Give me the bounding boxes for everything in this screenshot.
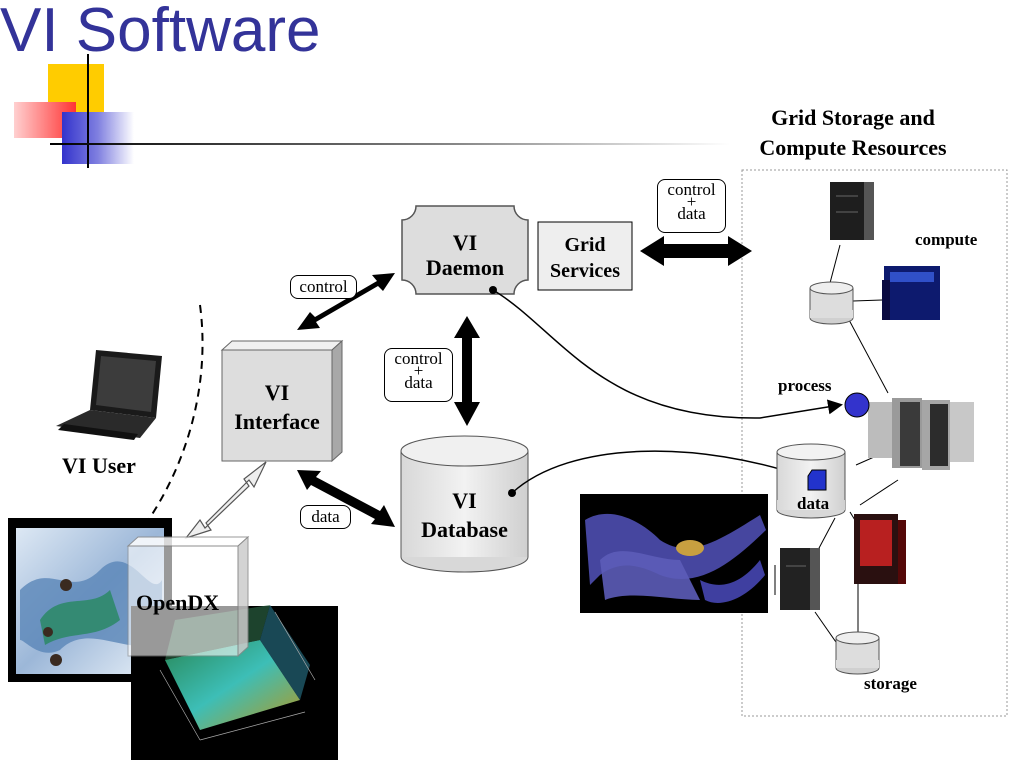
process-dot[interactable] <box>844 392 870 418</box>
vi-daemon-box[interactable] <box>401 205 529 295</box>
vi-daemon-label: VI Daemon <box>402 230 528 280</box>
vi-database-label: VI Database <box>401 486 528 544</box>
grid-storage-line: Grid Storage and <box>771 105 935 130</box>
grid-storage-heading: Grid Storage and Compute Resources <box>738 103 968 163</box>
deco-vertical-line <box>87 54 89 168</box>
grid-services-label: Grid Services <box>538 232 632 284</box>
control-data-mid-plus: + <box>413 361 424 380</box>
storage-server-icon <box>780 548 820 610</box>
storage-label: storage <box>864 674 917 693</box>
compute-server-icon <box>830 182 874 240</box>
arrow-grid-resources <box>640 236 752 266</box>
opendx-label: OpenDX <box>136 590 220 615</box>
vi-interface-box[interactable] <box>220 339 344 463</box>
vi-user-label: VI User <box>62 453 136 478</box>
data-storage-cylinder[interactable] <box>776 443 846 519</box>
control-data-mid-line1: control <box>394 349 443 368</box>
arrow-interface-database <box>297 470 395 527</box>
process-label: process <box>778 376 832 395</box>
control-data-mid-line2: data <box>404 373 433 392</box>
grid-services-box[interactable] <box>537 221 633 291</box>
database-link-dot <box>508 489 516 497</box>
control-data-top-line1: control <box>667 180 716 199</box>
opendx-box[interactable] <box>126 535 250 658</box>
laptop-icon <box>56 350 162 440</box>
deco-blue-square <box>62 112 134 164</box>
daemon-link-dot <box>489 286 497 294</box>
grid-resource-boundary <box>741 169 1008 717</box>
compute-blue-machine-icon <box>882 266 940 320</box>
title-underline <box>50 143 730 145</box>
arrow-interface-opendx <box>184 461 267 540</box>
data-storage-label: data <box>797 494 830 513</box>
arrow-interface-daemon <box>297 273 395 330</box>
vi-daemon-line1: VI <box>452 230 478 255</box>
control-data-top-plus: + <box>686 192 697 211</box>
arrow-daemon-database <box>454 316 480 426</box>
artery-visualization-image <box>580 494 768 613</box>
compute-label: compute <box>915 230 978 249</box>
database-data-link <box>511 450 811 494</box>
process-cluster-icon <box>868 398 974 470</box>
vi-interface-label: VI Interface <box>222 378 332 436</box>
user-boundary-arc <box>144 304 204 526</box>
vi-database-cylinder[interactable] <box>400 435 529 573</box>
control-data-top-label: control + data <box>657 179 726 233</box>
vi-interface-line2: Interface <box>234 409 320 434</box>
compute-resources-line: Compute Resources <box>759 135 947 160</box>
vi-daemon-line2: Daemon <box>425 255 505 280</box>
storage-cylinder <box>835 631 880 675</box>
control-label: control <box>290 275 357 299</box>
slide-title: VI Software <box>0 0 321 65</box>
vi-interface-line1: VI <box>264 380 290 405</box>
control-data-top-line2: data <box>677 204 706 223</box>
daemon-process-link <box>492 289 843 419</box>
data-label: data <box>300 505 351 529</box>
compute-storage-cylinder <box>809 281 854 325</box>
storage-red-server-icon <box>854 514 906 584</box>
grid-services-line2: Services <box>550 260 620 282</box>
vi-database-line2: Database <box>421 517 508 542</box>
vi-database-line1: VI <box>452 488 477 513</box>
thick-arrows <box>297 236 752 527</box>
grid-services-line1: Grid <box>564 234 606 256</box>
control-data-mid-label: control + data <box>384 348 453 402</box>
